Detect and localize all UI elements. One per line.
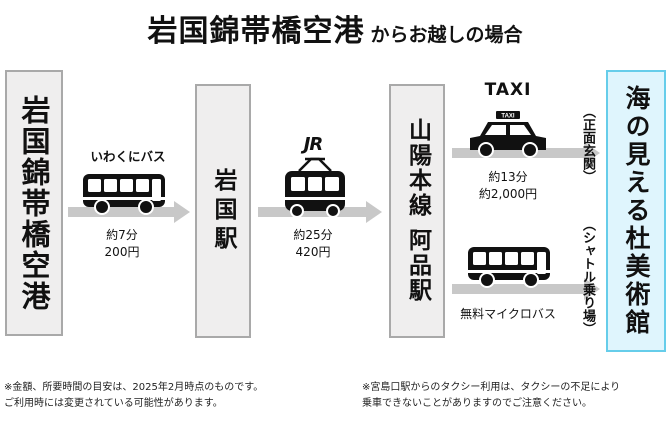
title-main: 岩国錦帯橋空港 bbox=[147, 14, 365, 49]
shuttle-name: 無料マイクロバス bbox=[460, 307, 556, 321]
bus-icon bbox=[83, 174, 165, 215]
jr-logo: JR bbox=[303, 134, 324, 155]
arrow-bus bbox=[68, 201, 190, 223]
page-title: 岩国錦帯橋空港からお越しの場合 bbox=[0, 6, 670, 50]
station-start-airport: 岩国錦帯橋空港 bbox=[5, 70, 63, 336]
train-icon bbox=[285, 157, 345, 218]
station-museum-label: 海の見える杜美術館 bbox=[622, 85, 651, 337]
arrow-shuttle bbox=[452, 278, 600, 300]
bus1-time: 約7分 bbox=[106, 228, 138, 242]
station-museum: 海の見える杜美術館 bbox=[606, 70, 666, 352]
bus1-fare: 200円 bbox=[104, 245, 140, 259]
taxi-fare: 約2,000円 bbox=[478, 187, 538, 201]
station-ajina-label: 山陽本線 阿品駅 bbox=[404, 118, 431, 304]
jr-time: 約25分 bbox=[293, 228, 333, 242]
taxi-icon: TAXI bbox=[470, 111, 546, 158]
footnote-right: ※宮島口駅からのタクシー利用は、タクシーの不足により 乗車できないことがあります… bbox=[362, 380, 620, 411]
shuttle-destination-note: （シャトル乗り場） bbox=[580, 218, 595, 335]
taxi-label: TAXI bbox=[484, 80, 532, 100]
station-iwakuni: 岩国駅 bbox=[195, 84, 251, 338]
footnote-left: ※金額、所要時間の目安は、2025年2月時点のものです。 ご利用時には変更されて… bbox=[4, 380, 263, 411]
footnote-right-line2: 乗車できないことがありますのでご注意ください。 bbox=[362, 397, 592, 409]
jr-fare: 420円 bbox=[295, 245, 331, 259]
footnote-left-line1: ※金額、所要時間の目安は、2025年2月時点のものです。 bbox=[4, 382, 264, 393]
taxi-destination-note: （正面玄関） bbox=[580, 105, 595, 183]
footnote-right-line1: ※宮島口駅からのタクシー利用は、タクシーの不足により bbox=[362, 382, 621, 393]
station-ajina: 山陽本線 阿品駅 bbox=[389, 84, 445, 338]
arrow-jr bbox=[258, 201, 382, 223]
station-start-label: 岩国錦帯橋空港 bbox=[17, 94, 51, 312]
footnote-left-line2: ご利用時には変更されている可能性があります。 bbox=[4, 397, 223, 409]
taxi-time: 約13分 bbox=[488, 170, 528, 184]
taxi-sign: TAXI bbox=[501, 114, 515, 120]
bus1-name: いわくにバス bbox=[90, 149, 166, 164]
station-iwakuni-label: 岩国駅 bbox=[210, 167, 236, 255]
bus-icon bbox=[468, 247, 550, 288]
title-sub: からお越しの場合 bbox=[370, 24, 523, 46]
